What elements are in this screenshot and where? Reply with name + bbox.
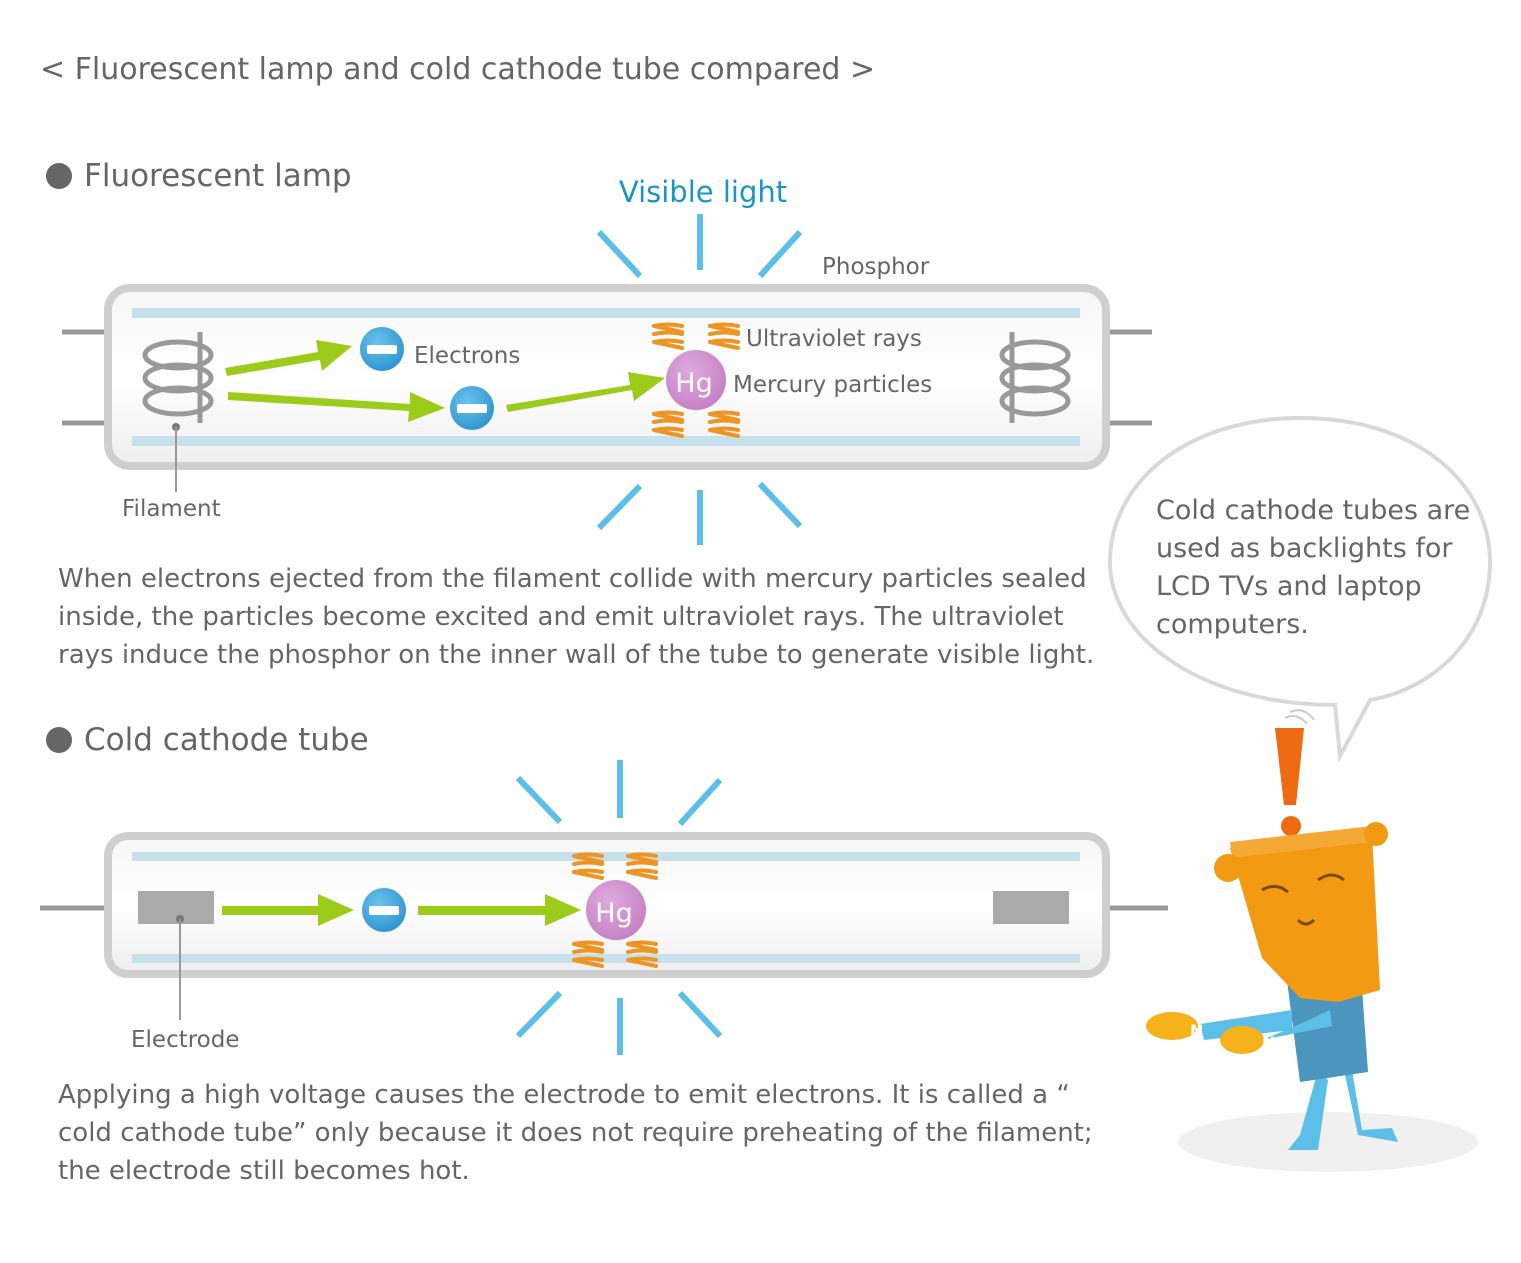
- filament-label: Filament: [122, 496, 221, 522]
- fluorescent-tube: Hg Visible light Phosphor Electrons Ultr…: [62, 175, 1152, 545]
- cold-cathode-heading-text: Cold cathode tube: [84, 722, 369, 758]
- fluorescent-heading-text: Fluorescent lamp: [84, 158, 352, 194]
- mercury-particle-icon: Hg: [586, 880, 646, 940]
- mascot-character: N N: [1146, 709, 1478, 1172]
- electron-icon: [360, 327, 404, 371]
- hg-label: Hg: [595, 898, 632, 929]
- electrode-label: Electrode: [131, 1027, 240, 1053]
- cold-cathode-description: Applying a high voltage causes the elect…: [58, 1080, 1093, 1186]
- electrons-label: Electrons: [414, 343, 520, 369]
- electron-icon: [362, 888, 406, 932]
- phosphor-strip-top: [132, 308, 1080, 318]
- visible-light-rays: [515, 760, 723, 1055]
- electron-flow-arrows: [225, 340, 665, 422]
- section-heading-fluorescent: Fluorescent lamp: [46, 158, 352, 194]
- filament-coil-right: [999, 332, 1071, 423]
- speech-bubble-text: Cold cathode tubes are used as backlight…: [1156, 495, 1471, 640]
- ultraviolet-wave-icons: [572, 852, 658, 968]
- page-title: < Fluorescent lamp and cold cathode tube…: [40, 52, 876, 87]
- cold-cathode-tube: Hg Electrode: [40, 760, 1168, 1055]
- electron-flow-arrows: [222, 894, 581, 926]
- electrode-left: [138, 891, 214, 924]
- speech-bubble: [1107, 415, 1493, 763]
- svg-text:N: N: [1262, 1033, 1275, 1052]
- filament-coil-left: [142, 332, 214, 423]
- phosphor-strip-bottom: [132, 954, 1080, 963]
- hg-label: Hg: [675, 368, 712, 399]
- fluorescent-description: When electrons ejected from the filament…: [58, 564, 1095, 670]
- electron-icon: [450, 386, 494, 430]
- mercury-label: Mercury particles: [733, 372, 932, 398]
- svg-text:N: N: [1190, 1021, 1203, 1040]
- bullet-icon: [46, 163, 72, 189]
- electrode-right: [993, 891, 1069, 924]
- phosphor-label: Phosphor: [822, 254, 930, 280]
- visible-light-label: Visible light: [619, 175, 787, 209]
- visible-light-rays: [596, 214, 803, 545]
- section-heading-cold-cathode: Cold cathode tube: [46, 722, 369, 758]
- bullet-icon: [46, 727, 72, 753]
- mercury-particle-icon: Hg: [666, 350, 726, 410]
- phosphor-strip-top: [132, 852, 1080, 861]
- ultraviolet-label: Ultraviolet rays: [746, 326, 922, 352]
- ultraviolet-wave-icons: [652, 322, 740, 438]
- phosphor-strip-bottom: [132, 436, 1080, 446]
